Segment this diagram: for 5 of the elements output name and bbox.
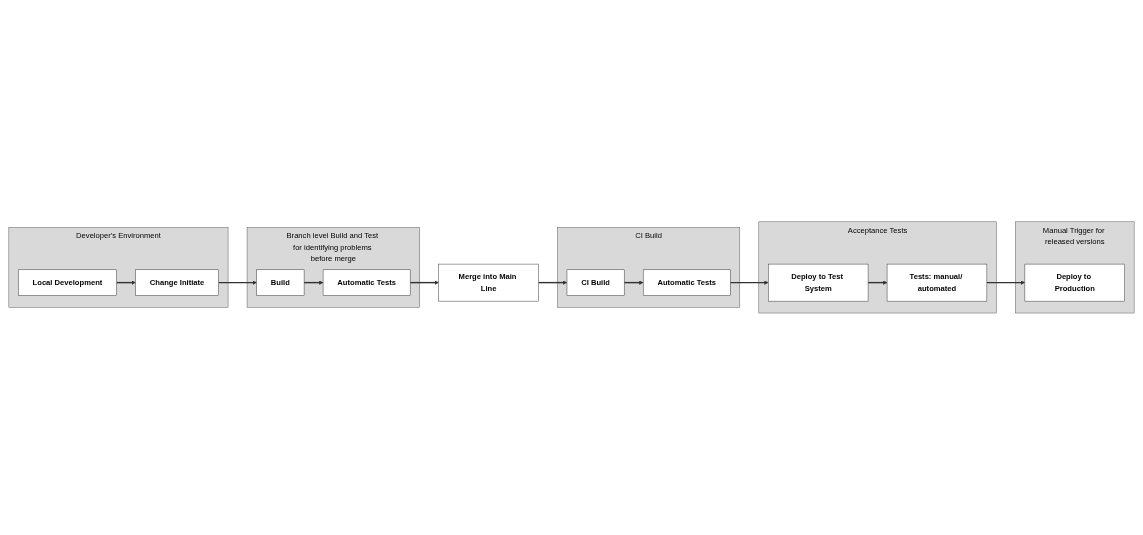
arrow — [217, 280, 257, 285]
arrow — [729, 280, 769, 285]
arrow — [537, 280, 568, 285]
arrow — [986, 280, 1026, 285]
arrow — [409, 280, 439, 285]
